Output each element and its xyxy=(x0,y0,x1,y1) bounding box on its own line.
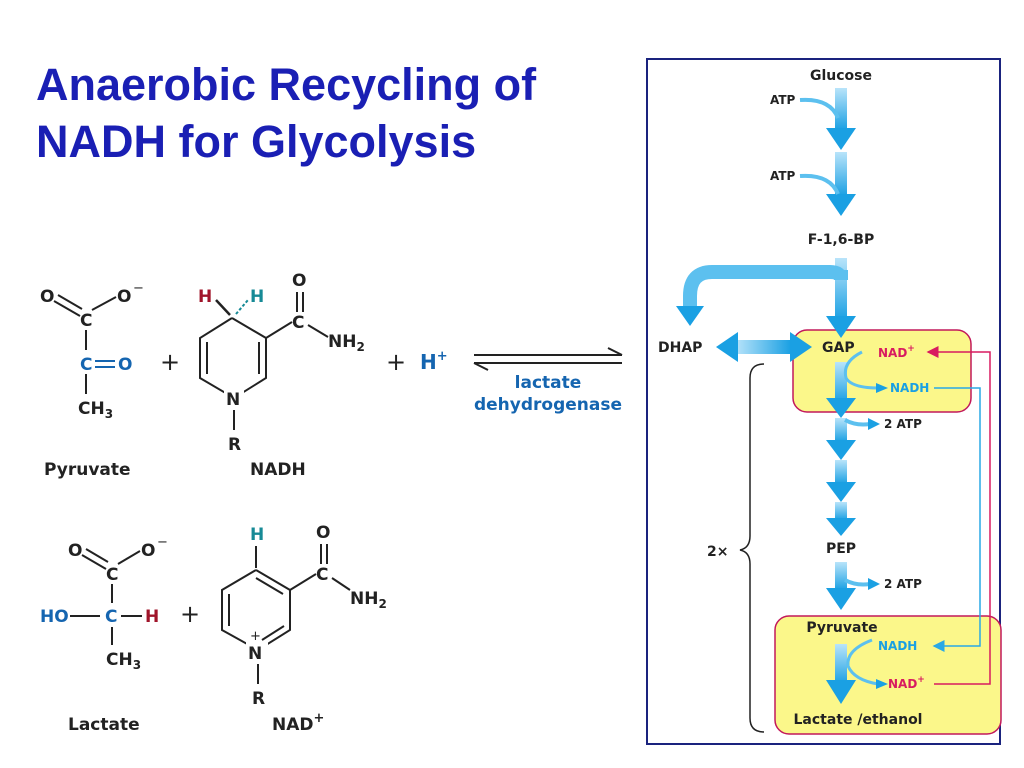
nadh-h-red: H xyxy=(198,287,212,307)
dhap-gap-left-head xyxy=(716,332,738,362)
pep-label: PEP xyxy=(826,541,856,557)
nadh-r: R xyxy=(228,435,241,455)
gap-label: GAP xyxy=(822,340,855,356)
slide-title: Anaerobic Recycling of NADH for Glycolys… xyxy=(36,56,636,170)
nadh-amide-o: O xyxy=(292,271,306,291)
title-line-1: Anaerobic Recycling of xyxy=(36,59,537,110)
nad-r: R xyxy=(252,689,265,709)
equilibrium-arrow xyxy=(473,347,623,371)
pyruvate-carboxyl-c: C xyxy=(80,311,92,331)
pyr-redox-curl xyxy=(846,638,879,686)
proton: H+ xyxy=(420,349,448,374)
atp-out-2-head xyxy=(868,578,880,590)
nadh-bottom-label: NADH xyxy=(878,639,917,653)
dhap-gap-bar xyxy=(735,340,791,354)
nad-plus-label: NAD+ xyxy=(272,711,324,735)
nadh-nh2: NH2 xyxy=(328,332,365,354)
two-x-label: 2× xyxy=(707,544,728,560)
nadh-amide-c: C xyxy=(292,313,304,333)
pyruvate-label: Pyruvate xyxy=(44,460,131,480)
gap-box xyxy=(792,329,972,413)
pyruvate-o-minus: O xyxy=(117,287,131,307)
lactate-h-red: H xyxy=(145,607,159,627)
nadh-h-teal: H xyxy=(250,287,264,307)
nad-amide-o: O xyxy=(316,523,330,543)
nad-n-charge: + xyxy=(250,629,261,644)
plus-3: + xyxy=(180,600,200,628)
dhap-label: DHAP xyxy=(658,340,702,356)
lactate-ethanol-label: Lactate /ethanol xyxy=(794,712,923,728)
f16bp-label: F-1,6-BP xyxy=(808,232,875,248)
nadh-structure: H H N R C O NH2 xyxy=(198,271,365,455)
pyruvate-structure: O C O − C O CH3 xyxy=(40,281,144,421)
nad-plus-structure: H N + R C O NH2 xyxy=(221,523,387,709)
two-atp-label-1: 2 ATP xyxy=(884,417,922,431)
nad-recycle-line xyxy=(926,346,991,685)
nadh-recycle-line xyxy=(932,387,981,652)
atp-out-1-path xyxy=(844,418,871,427)
lactate-minus: − xyxy=(157,535,168,550)
title-line-2: NADH for Glycolysis xyxy=(36,116,477,167)
lactate-o-double: O xyxy=(68,541,82,561)
lactate-ch3: CH3 xyxy=(106,650,141,672)
lactate-carboxyl-c: C xyxy=(106,565,118,585)
two-x-brace xyxy=(739,363,765,733)
nad-h-teal: H xyxy=(250,525,264,545)
nad-bottom-label: NAD+ xyxy=(888,675,925,691)
nad-n: N xyxy=(248,644,262,664)
pyruvate-path-label: Pyruvate xyxy=(806,620,877,636)
two-atp-label-2: 2 ATP xyxy=(884,577,922,591)
pyr-redox-head xyxy=(876,679,888,689)
gap-redox-curl xyxy=(843,350,879,390)
plus-2: + xyxy=(386,348,406,376)
enzyme-line-1: lactate xyxy=(515,373,582,393)
pyruvate-carbonyl-o: O xyxy=(118,355,132,375)
glucose-label: Glucose xyxy=(810,68,872,84)
glycolysis-arrows xyxy=(826,88,856,704)
nadh-top-label: NADH xyxy=(890,381,929,395)
pyruvate-o-double: O xyxy=(40,287,54,307)
atp-out-1-head xyxy=(868,418,880,430)
pyruvate-carbonyl-c: C xyxy=(80,355,92,375)
dhap-gap-right-head xyxy=(790,332,812,362)
lactate-structure: O C O − HO C H CH3 xyxy=(40,535,168,672)
atp-label-2: ATP xyxy=(770,169,796,183)
nadh-label: NADH xyxy=(250,460,306,480)
nadh-n: N xyxy=(226,390,240,410)
pyruvate-minus: − xyxy=(133,281,144,296)
lactate-o-minus: O xyxy=(141,541,155,561)
atp-curl-2 xyxy=(799,173,840,195)
atp-curl-1 xyxy=(799,97,840,119)
nad-nh2: NH2 xyxy=(350,589,387,611)
enzyme-line-2: dehydrogenase xyxy=(474,395,622,415)
atp-label-1: ATP xyxy=(770,93,796,107)
dhap-loop-head xyxy=(676,306,704,326)
atp-out-2-path xyxy=(844,578,871,587)
pyruvate-ch3: CH3 xyxy=(78,399,113,421)
gap-redox-head xyxy=(876,383,888,393)
nad-top-label: NAD+ xyxy=(878,344,915,360)
nad-amide-c: C xyxy=(316,565,328,585)
plus-1: + xyxy=(160,348,180,376)
lactate-central-c: C xyxy=(105,607,117,627)
dhap-loop-arrow xyxy=(683,265,848,312)
lactate-ho: HO xyxy=(40,607,69,627)
lactate-label: Lactate xyxy=(68,715,140,735)
